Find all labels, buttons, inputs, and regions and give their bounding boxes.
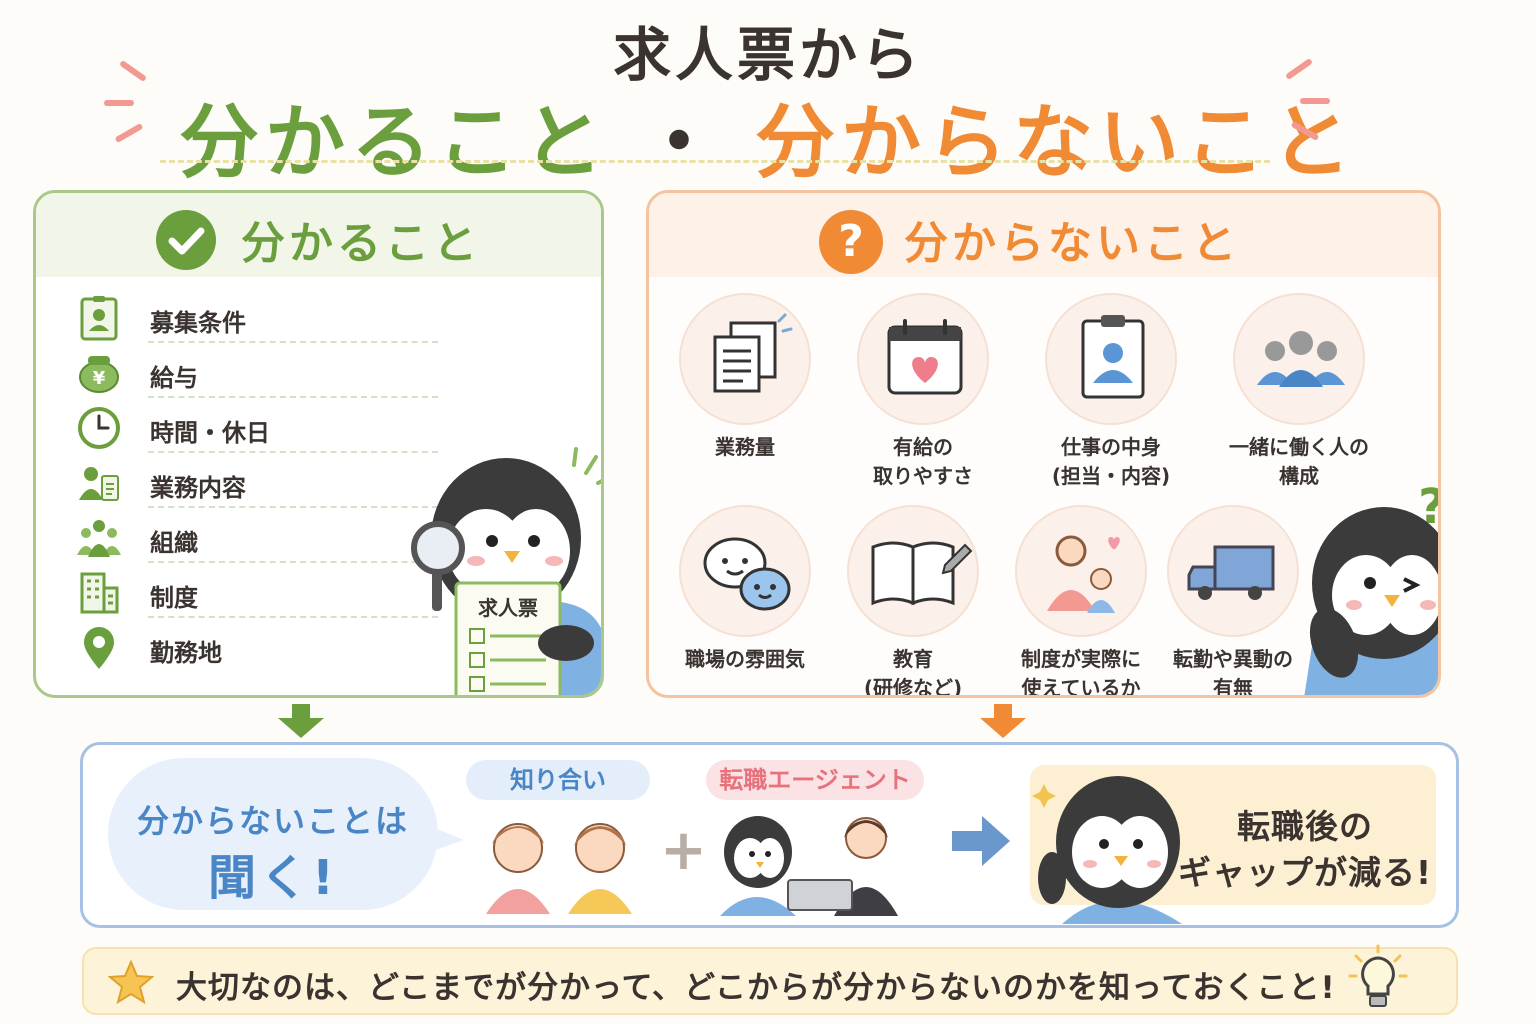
result-line2: ギャップが減る! xyxy=(1177,853,1433,892)
known-panel: 分かること 募集条件 ¥ 給与 時間・休日 業務内容 組織 制度 勤務地 xyxy=(33,190,604,698)
unknown-item-label: 有給の xyxy=(893,435,953,459)
title-unknown: 分からないこと xyxy=(755,96,1357,189)
mother-child-icon xyxy=(1047,535,1120,613)
calendar-heart-icon xyxy=(887,319,963,395)
unknown-item: 転勤や異動の有無 xyxy=(1143,505,1323,698)
unknown-panel-header xyxy=(649,193,1438,277)
known-item-label: 勤務地 xyxy=(150,639,222,667)
known-item: 業務内容 xyxy=(76,454,438,508)
tip-text: 大切なのは、どこまでが分かって、どこからが分からないのかを知っておくこと! xyxy=(176,970,1336,1006)
known-panel-title: 分かること xyxy=(241,218,481,269)
known-item-label: 給与 xyxy=(150,364,198,392)
chat-bubbles-icon xyxy=(703,537,791,611)
truck-icon xyxy=(1187,545,1275,600)
title-known: 分かること xyxy=(179,96,609,189)
unknown-item-label: 職場の雰囲気 xyxy=(685,647,805,671)
agent-meeting-illustration xyxy=(720,816,898,916)
known-item-label: 組織 xyxy=(150,529,198,557)
documents-icon xyxy=(713,313,793,393)
ask-speech-bubble xyxy=(108,758,438,910)
known-item: 制度 xyxy=(76,564,438,618)
unknown-item-label: 教育 xyxy=(893,647,933,671)
unknown-item: 教育 (研修など) xyxy=(823,505,1003,698)
known-item-label: 時間・休日 xyxy=(150,419,270,447)
known-item: 組織 xyxy=(76,509,438,563)
unknown-item-label: 業務量 xyxy=(715,435,775,459)
acquaintance-label: 知り合い xyxy=(466,760,650,800)
agent-label: 転職エージェント xyxy=(706,760,924,800)
bubble-tail xyxy=(430,826,464,852)
known-item-label: 制度 xyxy=(150,584,198,612)
unknown-item-label-2: (研修など) xyxy=(863,676,963,698)
clock-icon xyxy=(78,407,120,449)
friends-illustration xyxy=(486,823,632,914)
team-icon xyxy=(77,520,121,557)
wallet-yen-icon: ¥ xyxy=(79,356,119,393)
sheet-label: 求人票 xyxy=(478,596,538,620)
unknown-item: 制度が実際に使えているか xyxy=(991,505,1171,698)
plus-sign: + xyxy=(660,818,707,883)
question-icon: ? xyxy=(819,210,883,274)
unknown-item-label: 転勤や異動の xyxy=(1173,647,1293,671)
unknown-item: 仕事の中身 (担当・内容) xyxy=(1021,293,1201,491)
clipboard-person-icon xyxy=(1081,315,1145,399)
penguin-reading-illustration: 求人票 xyxy=(411,447,601,695)
unknown-item-label-2: (担当・内容) xyxy=(1051,464,1171,488)
known-item: 勤務地 xyxy=(76,619,396,673)
ask-text-line1: 分からないことは xyxy=(136,802,409,840)
arrow-right-icon xyxy=(952,816,1010,866)
title-underline xyxy=(160,160,1270,163)
people-group-icon xyxy=(1257,331,1345,387)
penguin-thumbs-up-illustration xyxy=(1032,776,1182,924)
page-title-line2: 分かること・分からないこと xyxy=(0,78,1536,194)
check-icon xyxy=(156,210,216,270)
star-icon xyxy=(108,960,154,1004)
svg-text:¥: ¥ xyxy=(93,368,106,389)
lightbulb-icon xyxy=(1348,944,1408,1007)
id-card-icon xyxy=(80,296,118,341)
map-pin-icon xyxy=(84,627,114,669)
unknown-item-label-2: 構成 xyxy=(1279,464,1319,488)
unknown-item-label-2: 有無 xyxy=(1213,676,1253,698)
result-line1: 転職後の xyxy=(1237,807,1373,846)
unknown-item-label: 制度が実際に xyxy=(1021,647,1141,671)
unknown-item: 一緒に働く人の構成 xyxy=(1209,293,1389,491)
known-item-label: 業務内容 xyxy=(150,474,246,502)
known-item-label: 募集条件 xyxy=(150,309,246,337)
unknown-item-label-2: 取りやすさ xyxy=(873,464,973,488)
title-separator: ・ xyxy=(639,96,725,189)
known-item: 時間・休日 xyxy=(76,399,438,453)
book-pen-icon xyxy=(871,541,973,606)
tip-banner xyxy=(82,947,1458,1015)
building-icon xyxy=(80,572,119,614)
worker-clipboard-icon xyxy=(79,467,119,501)
ask-text-line2: 聞く! xyxy=(208,850,338,906)
known-item: ¥ 給与 xyxy=(76,344,438,398)
unknown-item-label-2: 使えているか xyxy=(1021,676,1141,698)
unknown-item-label: 一緒に働く人の xyxy=(1229,435,1369,459)
penguin-thinking-illustration: ? xyxy=(1304,483,1438,695)
known-panel-header xyxy=(36,193,601,277)
known-item: 募集条件 xyxy=(76,289,438,343)
unknown-panel-title: 分からないこと xyxy=(904,218,1240,269)
unknown-item: 職場の雰囲気 xyxy=(655,505,835,674)
arrow-down-icon xyxy=(980,704,1026,738)
unknown-panel: ? 分からないこと 業務量 有給の取りやすさ 仕事の中身 (担当・内容) 一緒に働… xyxy=(646,190,1441,698)
unknown-item: 業務量 xyxy=(655,293,835,462)
page-title-line1: 求人票から xyxy=(612,21,923,89)
arrow-down-icon xyxy=(278,704,324,738)
unknown-item: 有給の取りやすさ xyxy=(833,293,1013,491)
unknown-item-label: 仕事の中身 xyxy=(1061,435,1161,459)
